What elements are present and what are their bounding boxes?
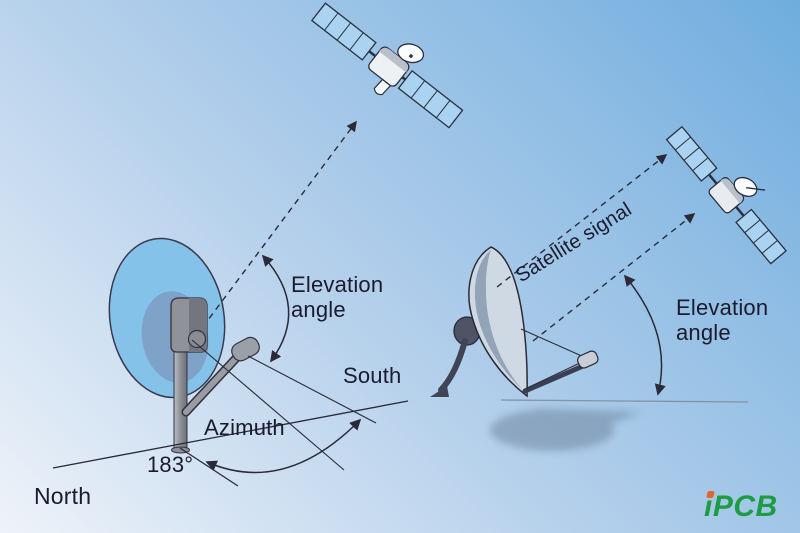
mount-pivot: [187, 329, 207, 349]
azimuth-angle-arc: [205, 418, 362, 474]
focal-lines: [520, 328, 585, 390]
label-azimuth: Azimuth: [204, 415, 285, 440]
satellite-dish-feed: [409, 54, 413, 58]
label-elevation-angle-left: Elevation angle: [291, 272, 384, 323]
satellite-icon: [665, 125, 787, 265]
dish-reflector-shade: [474, 250, 522, 389]
boresight-ground-projection-line: [191, 339, 345, 471]
right-antenna-scene: [430, 154, 749, 451]
label-north: North: [34, 483, 92, 509]
satellite-signal-dashed-line-lower: [532, 213, 696, 342]
dish-shadow: [490, 408, 642, 451]
elevation-angle-arc-right: [623, 274, 666, 396]
solar-panel-cells: [674, 136, 709, 172]
lnb-feed: [577, 350, 599, 369]
satellite-dish: [733, 176, 758, 198]
panel-struts: [708, 173, 745, 217]
feed-arm: [522, 360, 593, 394]
left-antenna-scene: [52, 120, 409, 487]
satellite-signal-dashed-line-left: [195, 120, 357, 337]
horizon-reference-line: [247, 355, 377, 424]
feed-arm: [183, 351, 243, 415]
solar-panel-cells: [410, 80, 451, 119]
satellite-antenna-rod: [746, 187, 766, 191]
logo-letter-i: i: [704, 490, 715, 523]
dish-support-foot: [430, 386, 449, 397]
satellite-body-band: [720, 178, 743, 204]
satellite-dish: [397, 43, 425, 64]
solar-panel-cells: [744, 219, 778, 254]
elevation-angle-arc-left: [261, 254, 290, 363]
ground-line: [500, 399, 749, 403]
solar-panel-cells: [324, 12, 364, 51]
antenna-mount: [170, 297, 260, 454]
satellite-signal-dashed-line-upper: [496, 154, 668, 288]
parabolic-dish-antenna-icon: [430, 246, 599, 398]
logo-letters-pcb: PCB: [712, 490, 778, 523]
label-elevation-angle-right: Elevation angle: [676, 295, 769, 346]
dish-support-leg: [438, 338, 468, 393]
label-azimuth-value: 183°: [147, 452, 194, 477]
satellite-nozzle: [373, 78, 392, 96]
satellite-icon: [310, 2, 464, 129]
label-south: South: [343, 363, 402, 388]
antenna-mast: [173, 339, 188, 451]
satellite-body-band: [379, 47, 408, 73]
panel-struts: [368, 50, 407, 81]
